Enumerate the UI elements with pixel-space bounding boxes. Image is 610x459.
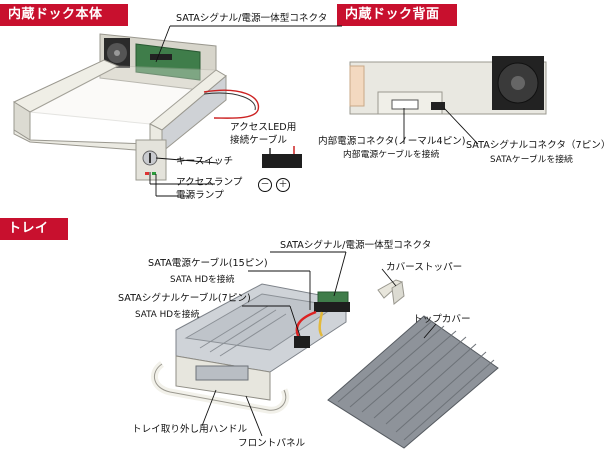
sata-combo-connector-icon	[314, 302, 350, 312]
section-title-dock-body: 内蔵ドック本体	[0, 4, 128, 26]
label-sata-connector: SATAシグナル/電源一体型コネクタ	[176, 13, 328, 24]
internal-power-connector-icon	[391, 99, 419, 110]
plus-icon: ＋	[276, 178, 290, 192]
power-lamp-icon	[152, 172, 156, 175]
label-access-led-cable-1: アクセスLED用	[230, 122, 297, 133]
label-top-cover: トップカバー	[413, 314, 471, 325]
label-internal-power-connector: 内部電源コネクタ(ノーマル4ピン)	[318, 136, 466, 147]
sata-plug-icon	[294, 336, 310, 348]
label-power-lamp: 電源ランプ	[176, 190, 224, 201]
dock-body-image	[12, 33, 302, 181]
label-tray-handle: トレイ取り外し用ハンドル	[132, 424, 248, 435]
label-key-switch: キースイッチ	[176, 156, 234, 167]
label-access-led-cable-2: 接続ケーブル	[230, 135, 287, 146]
label-sata-power-cable: SATA電源ケーブル(15ピン)	[148, 258, 268, 269]
label-access-lamp: アクセスランプ	[176, 177, 243, 188]
dock-back-image	[349, 56, 547, 115]
section-title-dock-back: 内蔵ドック背面	[337, 4, 457, 26]
label-cover-stopper: カバーストッパー	[386, 262, 463, 273]
tray-image	[151, 279, 499, 449]
minus-icon: －	[258, 178, 272, 192]
label-sata-signal-connector: SATAシグナルコネクタ（7ピン）	[466, 140, 610, 151]
leader-lines	[149, 25, 479, 437]
top-cover-icon	[327, 315, 499, 449]
label-sata-signal-note-tray: SATA HDを接続	[135, 310, 200, 320]
access-lamp-icon	[145, 172, 149, 175]
sata-signal-connector-icon	[431, 102, 445, 110]
label-internal-power-note: 内部電源ケーブルを接続	[343, 150, 440, 160]
led-connector-icon	[262, 154, 302, 168]
label-sata-signal-cable: SATAシグナルケーブル(7ピン)	[118, 293, 251, 304]
section-title-tray: トレイ	[0, 218, 68, 240]
label-sata-signal-note: SATAケーブルを接続	[490, 155, 573, 165]
pcb-board	[135, 43, 201, 81]
label-sata-combo-connector: SATAシグナル/電源一体型コネクタ	[280, 240, 432, 251]
label-sata-power-note: SATA HDを接続	[170, 275, 235, 285]
label-front-panel: フロントパネル	[238, 438, 306, 449]
